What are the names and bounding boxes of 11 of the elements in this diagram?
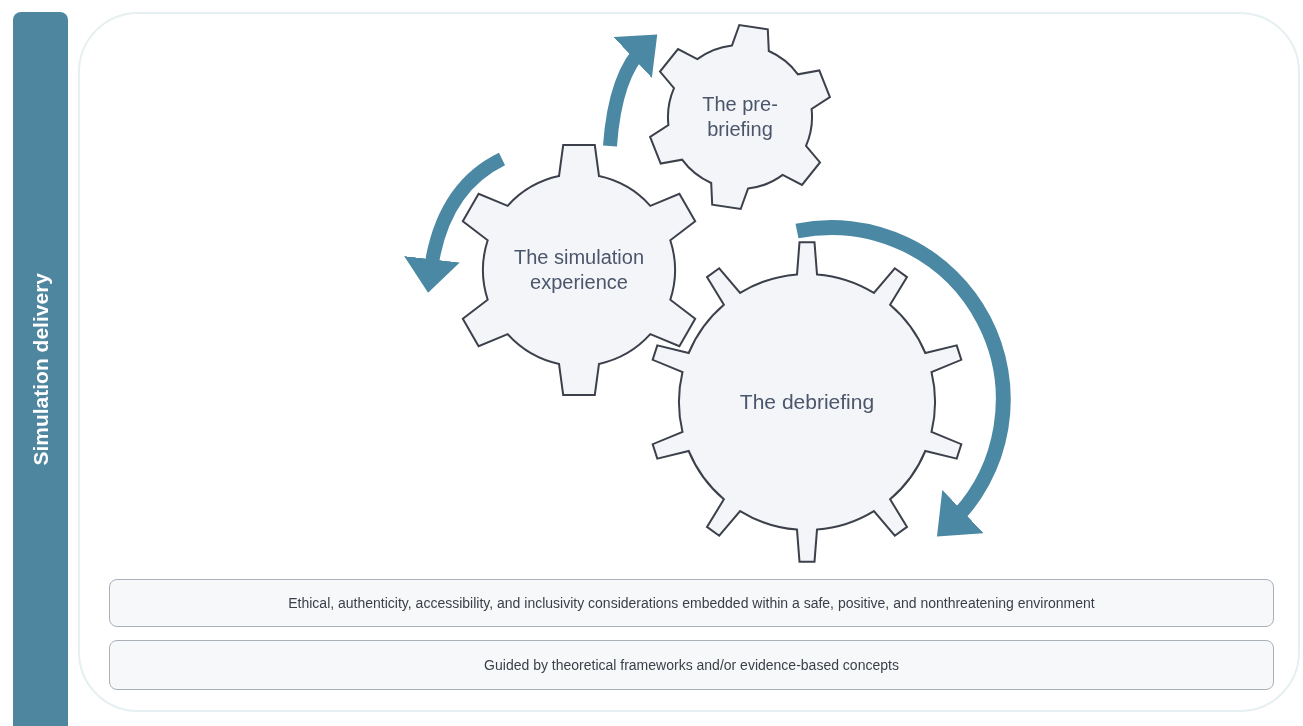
gear-shape (646, 23, 834, 211)
node-label: Guided by theoretical frameworks and/or evidence-based concepts (484, 655, 899, 675)
rounded-panel (78, 12, 1300, 712)
node-label: The pre-briefing (701, 92, 779, 142)
node-label: The debriefing (739, 388, 875, 415)
node-label: Ethical, authenticity, accessibility, and inclusivity considerations embedded within a safe, positive, and nonthreatening environment (288, 593, 1095, 613)
node-label: The simulation experience (512, 245, 646, 295)
side-banner (13, 12, 68, 726)
text-banner (109, 640, 1274, 690)
text-banner (109, 579, 1274, 627)
banner-title: Simulation delivery (27, 272, 53, 466)
